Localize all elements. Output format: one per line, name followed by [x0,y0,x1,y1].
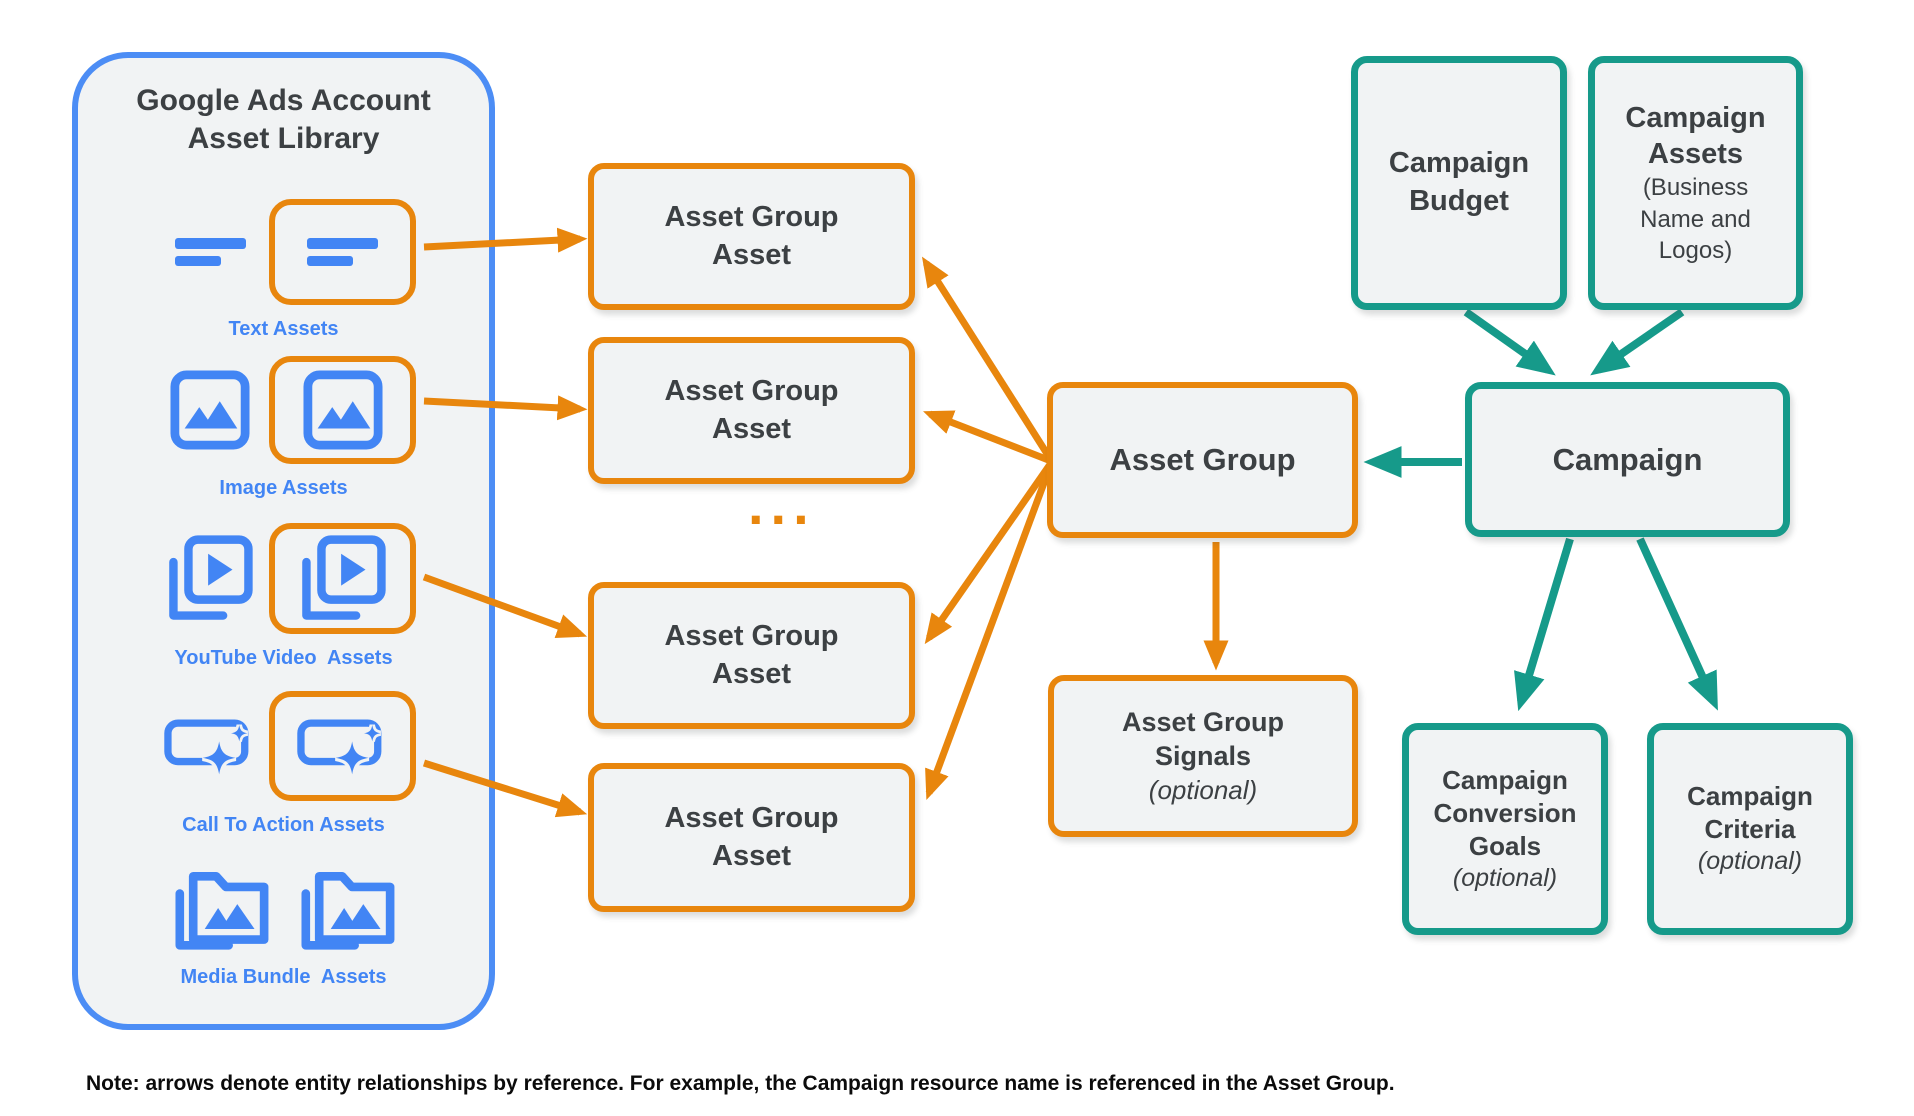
cta-assets-icon-pair [151,691,416,801]
media-bundle-assets-label: Media Bundle Assets [180,966,387,988]
cta-assets-label: Call To Action Assets [182,814,385,836]
selected-asset-highlight [269,691,416,801]
campaign-assets-subtitle: (Business Name and Logos) [1640,174,1751,264]
asset-group-asset-box-1: Asset Group Asset [588,163,915,310]
asset-group-asset-label: Asset Group Asset [664,374,839,445]
asset-group-signals-title: Asset Group Signals [1121,706,1285,772]
selected-asset-highlight [269,356,416,464]
asset-row-cta: Call To Action Assets [78,691,489,837]
asset-row-image: Image Assets [78,356,489,500]
more-assets-ellipsis: ... [748,473,816,536]
campaign-budget-box: Campaign Budget [1351,56,1567,310]
video-stack-icon [301,534,386,620]
text-lines-icon [307,238,378,266]
asset-library-title: Google Ads Account Asset Library [136,84,431,155]
footnote: Note: arrows denote entity relationships… [86,1072,1395,1095]
text-assets-label: Text Assets [228,318,339,340]
asset-group-asset-label: Asset Group Asset [664,200,839,271]
image-icon [302,370,383,450]
campaign-box: Campaign [1465,382,1790,537]
cta-sparkle-icon [296,719,381,775]
selected-asset-highlight [269,523,416,634]
text-assets-icon-pair [151,199,416,305]
video-stack-icon [151,534,269,624]
asset-row-media-bundle: Media Bundle Assets [78,861,489,989]
campaign-label: Campaign [1552,441,1703,477]
asset-group-box: Asset Group [1047,382,1358,538]
image-icon [151,370,269,450]
asset-row-video: YouTube Video Assets [78,523,489,670]
asset-group-asset-label: Asset Group Asset [664,619,839,690]
asset-group-asset-box-3: Asset Group Asset [588,582,915,729]
selected-asset-highlight [269,199,416,305]
campaign-criteria-title: Campaign Criteria [1687,781,1813,845]
asset-group-asset-label: Asset Group Asset [664,801,839,872]
asset-library-container: Google Ads Account Asset Library Text As… [72,52,495,1030]
video-assets-icon-pair [151,523,416,634]
video-assets-label: YouTube Video Assets [174,647,393,669]
media-bundle-icon [174,872,268,950]
media-bundle-icon [300,872,394,950]
image-assets-label: Image Assets [219,477,348,499]
campaign-assets-title: Campaign Assets [1625,101,1766,171]
media-bundle-icon-pair [171,861,397,953]
asset-row-text: Text Assets [78,199,489,341]
asset-group-asset-box-4: Asset Group Asset [588,763,915,912]
campaign-assets-box: Campaign Assets (Business Name and Logos… [1588,56,1803,310]
asset-group-label: Asset Group [1109,442,1296,477]
campaign-conversion-goals-title: Campaign Conversion Goals [1433,764,1577,861]
campaign-criteria-box: Campaign Criteria (optional) [1647,723,1853,935]
campaign-budget-label: Campaign Budget [1388,147,1530,217]
asset-group-signals-box: Asset Group Signals (optional) [1048,675,1358,837]
cta-sparkle-icon [151,714,269,778]
image-assets-icon-pair [151,356,416,464]
text-lines-icon [151,238,269,266]
campaign-conversion-goals-box: Campaign Conversion Goals (optional) [1402,723,1608,935]
campaign-conversion-goals-qualifier: (optional) [1452,863,1558,892]
asset-group-signals-qualifier: (optional) [1148,774,1258,805]
asset-group-asset-box-2: Asset Group Asset [588,337,915,484]
campaign-criteria-qualifier: (optional) [1697,847,1803,876]
